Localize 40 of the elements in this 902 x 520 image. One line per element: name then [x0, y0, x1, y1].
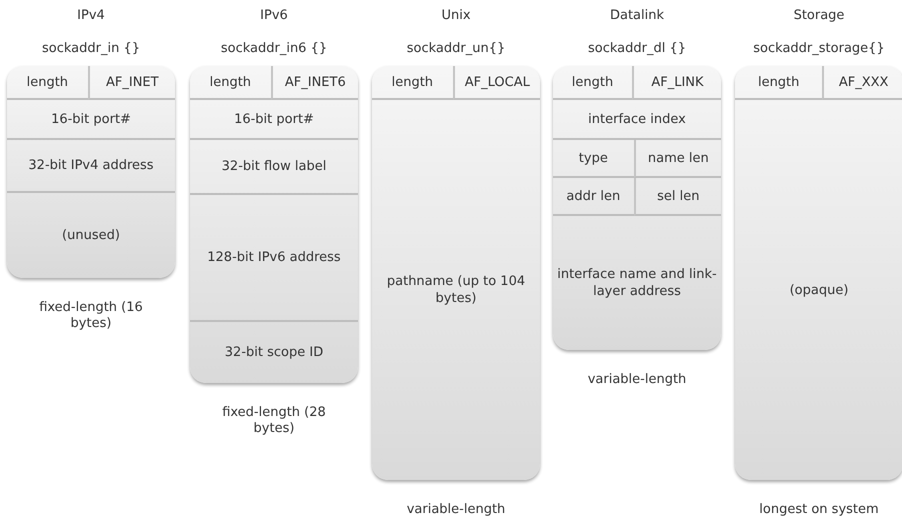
struct-field: length — [190, 66, 271, 100]
struct-name: sockaddr_un{} — [406, 40, 506, 58]
size-caption: variable-length — [586, 372, 688, 388]
struct-field: AF_INET — [88, 66, 175, 100]
struct-field: 16-bit port# — [7, 100, 175, 140]
struct-field: 32-bit scope ID — [190, 322, 358, 383]
struct-field: length — [372, 66, 453, 100]
struct-name: sockaddr_storage{} — [753, 40, 885, 58]
struct-field: 16-bit port# — [190, 100, 358, 140]
struct-name: sockaddr_dl {} — [588, 40, 686, 58]
column-heading: IPv6 — [259, 8, 289, 23]
struct-field: interface index — [553, 100, 721, 140]
struct-field: type — [553, 140, 634, 178]
column-heading: Unix — [440, 8, 472, 23]
column-heading: Datalink — [608, 8, 666, 23]
struct-field: AF_XXX — [822, 66, 902, 100]
struct-field: pathname (up to 104 bytes) — [372, 100, 540, 480]
struct-field: length — [735, 66, 822, 100]
column-heading: Storage — [792, 8, 846, 23]
struct-field: length — [553, 66, 632, 100]
struct-field: length — [7, 66, 88, 100]
struct-name: sockaddr_in6 {} — [220, 40, 328, 58]
struct-field: 128-bit IPv6 address — [190, 195, 358, 322]
struct-field: addr len — [553, 178, 634, 216]
struct-field: AF_INET6 — [270, 66, 358, 100]
struct-field: (unused) — [7, 193, 175, 278]
size-caption: fixed-length (16 bytes) — [38, 300, 144, 332]
size-caption: longest on system — [759, 502, 879, 518]
size-caption: fixed-length (28 bytes) — [221, 405, 327, 437]
struct-field: 32-bit IPv4 address — [7, 140, 175, 193]
struct-field: (opaque) — [735, 100, 902, 480]
struct-field: AF_LINK — [632, 66, 721, 100]
struct-field: name len — [634, 140, 721, 178]
size-caption: variable-length — [406, 502, 506, 518]
struct-field: interface name and link-layer address — [553, 216, 721, 350]
struct-name: sockaddr_in {} — [42, 40, 140, 58]
column-heading: IPv4 — [76, 8, 106, 23]
struct-field: sel len — [634, 178, 721, 216]
struct-field: 32-bit flow label — [190, 140, 358, 195]
struct-field: AF_LOCAL — [452, 66, 540, 100]
